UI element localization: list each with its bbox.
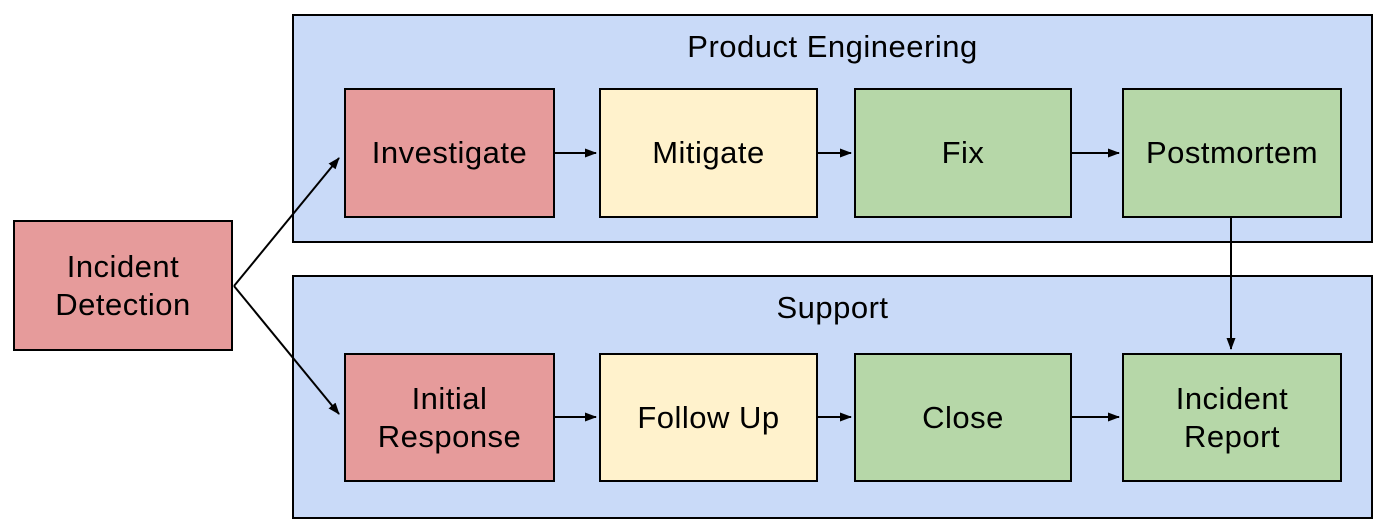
node-label-initial-response: Initial Response [377,380,522,454]
node-label-follow-up: Follow Up [637,399,780,435]
node-mitigate: Mitigate [599,88,818,218]
node-postmortem: Postmortem [1122,88,1342,218]
node-close: Close [854,353,1072,482]
node-initial-response: Initial Response [344,353,555,482]
lane-title-support: Support [776,290,889,325]
node-follow-up: Follow Up [599,353,818,482]
node-incident-report: Incident Report [1122,353,1342,482]
node-label-incident-report: Incident Report [1175,380,1289,454]
node-investigate: Investigate [344,88,555,218]
node-label-fix: Fix [941,135,985,171]
node-incident-detection: Incident Detection [13,220,233,351]
node-label-postmortem: Postmortem [1145,135,1319,171]
node-fix: Fix [854,88,1072,218]
node-label-mitigate: Mitigate [652,135,765,171]
node-label-close: Close [922,399,1004,435]
lane-title-product-engineering: Product Engineering [687,29,978,64]
node-label-investigate: Investigate [371,135,528,171]
node-label-incident-detection: Incident Detection [55,248,191,322]
